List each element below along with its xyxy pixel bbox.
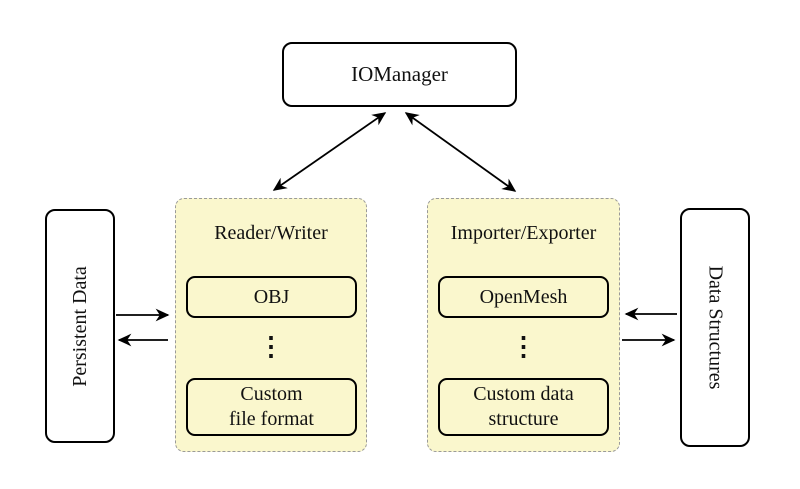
reader-writer-group: Reader/Writer OBJ ⋮ Custom file format: [175, 198, 367, 452]
iomanager-node: IOManager: [282, 42, 517, 107]
openmesh-node: OpenMesh: [438, 276, 609, 318]
importer-exporter-group: Importer/Exporter OpenMesh ⋮ Custom data…: [427, 198, 620, 452]
importer-exporter-title: Importer/Exporter: [450, 222, 597, 244]
persistent-data-node: Persistent Data: [45, 209, 115, 443]
obj-node: OBJ: [186, 276, 357, 318]
custom-file-format-label: Custom file format: [229, 383, 314, 430]
obj-label: OBJ: [253, 285, 290, 308]
openmesh-label: OpenMesh: [479, 285, 568, 308]
arrow-iomanager-importerexporter: [404, 112, 517, 192]
vertical-ellipsis: ⋮: [258, 332, 284, 361]
persistent-data-label: Persistent Data: [68, 265, 91, 387]
arrow-iomanager-readerwriter: [272, 112, 387, 191]
vertical-ellipsis: ⋮: [510, 332, 537, 361]
custom-data-structure-node: Custom data structure: [438, 378, 609, 436]
custom-file-format-node: Custom file format: [186, 378, 357, 436]
data-structures-node: Data Structures: [680, 208, 750, 447]
custom-data-structure-label: Custom data structure: [473, 383, 574, 430]
data-structures-label: Data Structures: [704, 265, 727, 390]
iomanager-label: IOManager: [351, 62, 448, 86]
reader-writer-title: Reader/Writer: [214, 222, 328, 244]
